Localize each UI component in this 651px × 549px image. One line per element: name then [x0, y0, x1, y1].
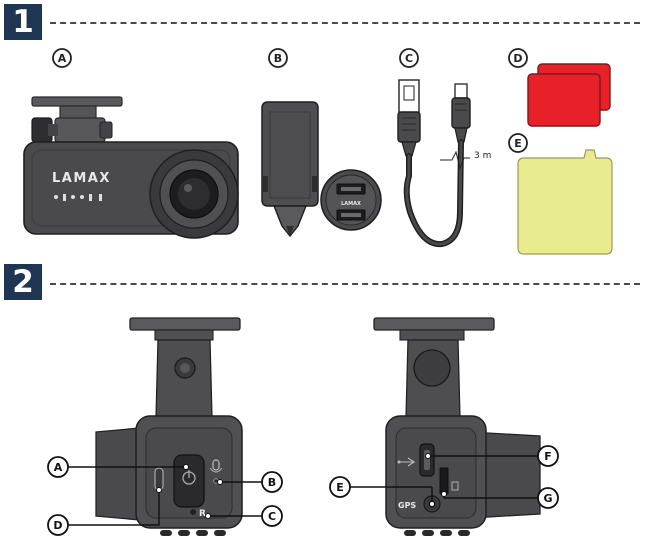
svg-text:A: A	[54, 461, 63, 474]
adhesive-pads	[527, 63, 611, 127]
callout-f: F	[425, 445, 559, 467]
marker-e: E	[508, 133, 528, 153]
svg-text:D: D	[53, 519, 62, 532]
camera-side-view: GPS	[373, 317, 541, 536]
gps-label: GPS	[398, 501, 416, 510]
callout-b: B	[217, 471, 283, 493]
charger-brand-label: LAMAX	[341, 201, 361, 207]
callout-a: A	[47, 456, 189, 478]
marker-a: A	[52, 48, 72, 68]
svg-text:G: G	[543, 492, 552, 505]
svg-text:D: D	[513, 52, 522, 65]
svg-text:B: B	[274, 52, 282, 65]
section-2-divider	[50, 283, 640, 285]
usb-cable: 3 m	[397, 79, 491, 248]
reset-label: R	[199, 509, 206, 519]
section-2-badge: 2	[4, 264, 42, 300]
section-1-badge: 1	[4, 4, 42, 40]
cable-length-label: 3 m	[474, 151, 491, 161]
marker-c: C	[399, 48, 419, 68]
callout-e: E	[329, 476, 435, 507]
svg-text:B: B	[268, 476, 276, 489]
marker-b: B	[268, 48, 288, 68]
svg-text:E: E	[336, 481, 344, 494]
camera-brand-label: LAMAX	[52, 171, 111, 186]
svg-text:E: E	[514, 137, 522, 150]
car-charger: LAMAX	[261, 101, 382, 238]
camera-back-view: R	[95, 317, 243, 536]
marker-d: D	[508, 48, 528, 68]
svg-text:C: C	[405, 52, 413, 65]
svg-text:A: A	[58, 52, 67, 65]
callout-g: G	[441, 487, 559, 509]
protective-film	[517, 149, 613, 255]
dash-camera: LAMAX	[23, 96, 239, 239]
svg-text:F: F	[544, 450, 552, 463]
callout-c: C	[205, 505, 283, 527]
callout-d: D	[47, 487, 162, 536]
svg-text:C: C	[268, 510, 276, 523]
section-1-divider	[50, 22, 640, 24]
